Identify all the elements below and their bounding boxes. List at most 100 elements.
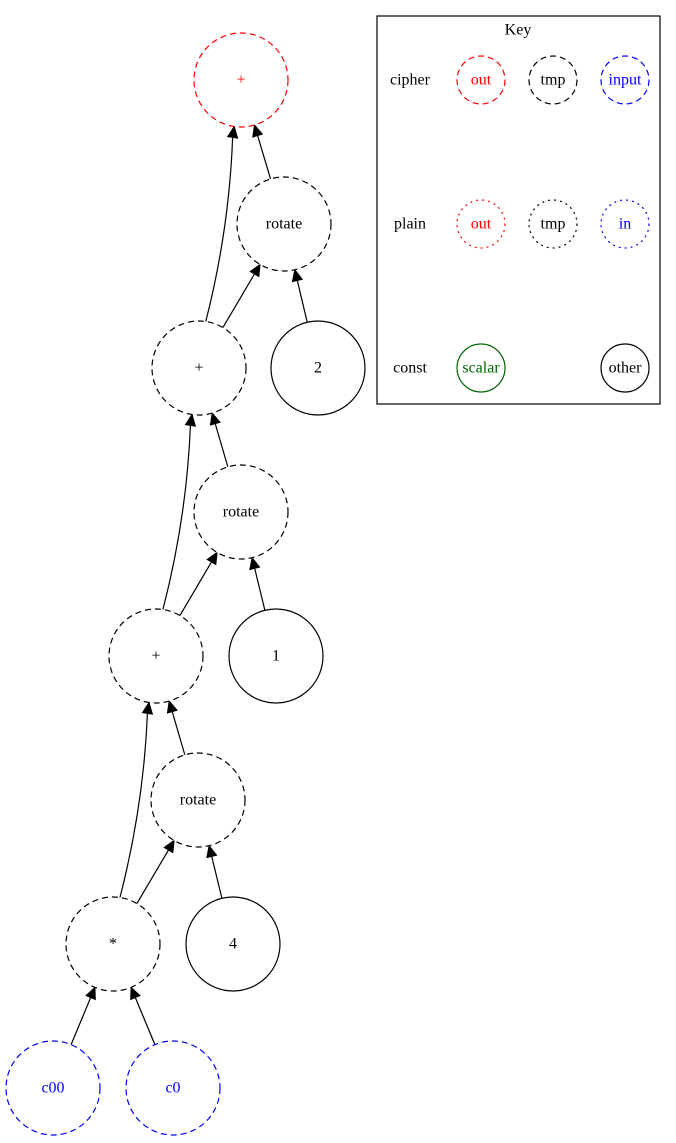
node-label: + — [194, 360, 203, 377]
key-swatch — [456, 199, 506, 249]
edges-layer — [70, 123, 308, 1045]
edge-line — [214, 423, 229, 468]
edge-rot2-to-out-add — [252, 123, 272, 180]
arrowhead — [85, 986, 96, 1001]
edge-add1-to-add2 — [162, 413, 197, 610]
edge-line — [136, 849, 170, 904]
key-row-plain: plain out tmp in — [394, 199, 650, 249]
edge-mul-to-rot4 — [136, 839, 175, 904]
key-swatch — [528, 55, 578, 105]
key-item-cipher-input: input — [600, 55, 650, 105]
node-label: + — [236, 72, 245, 89]
arrowhead — [206, 551, 218, 566]
key-swatch — [600, 55, 650, 105]
arrowhead — [209, 411, 221, 426]
node-label: + — [151, 648, 160, 665]
node-label: rotate — [266, 216, 302, 233]
key-row-label: plain — [394, 216, 426, 233]
edge-c0-to-mul — [130, 986, 156, 1045]
key-row-label: cipher — [390, 72, 431, 89]
edge-line — [211, 856, 223, 899]
graph-node-out-add: + — [193, 32, 289, 128]
edge-line — [205, 137, 234, 322]
key-item-label: other — [609, 360, 643, 377]
key-item-label: in — [619, 216, 631, 233]
arrowhead — [163, 839, 175, 854]
edge-line — [171, 711, 186, 756]
arrowhead — [249, 556, 261, 571]
graph-node-add2: + — [151, 320, 247, 416]
node-label: 4 — [229, 936, 237, 953]
edge-line — [254, 568, 266, 611]
node-circle — [193, 464, 289, 560]
node-circle — [108, 608, 204, 704]
graph-node-c00: c00 — [5, 1040, 101, 1136]
node-circle — [65, 896, 161, 992]
key-item-label: out — [471, 216, 492, 233]
arrowhead — [141, 701, 154, 715]
edge-c00-to-mul — [70, 986, 96, 1045]
arrowhead — [206, 844, 218, 859]
key-row-const: const scalar other — [393, 343, 650, 393]
edge-add2-to-rot2 — [222, 263, 261, 328]
edge-line — [222, 273, 256, 328]
edge-const2-to-rot2 — [291, 268, 308, 323]
graph-node-const1: 1 — [228, 608, 324, 704]
node-circle — [5, 1040, 101, 1136]
edge-line — [257, 135, 272, 180]
node-label: rotate — [223, 504, 259, 521]
node-label: 1 — [272, 648, 280, 665]
edge-add2-to-out-add — [205, 125, 239, 322]
node-label: c00 — [41, 1080, 64, 1097]
edge-const4-to-rot4 — [206, 844, 223, 899]
arrowhead — [249, 263, 261, 278]
key-item-label: scalar — [462, 360, 500, 377]
graph-node-const4: 4 — [185, 896, 281, 992]
edge-mul-to-add1 — [119, 701, 154, 898]
edge-line — [119, 713, 149, 898]
edge-rot4-to-add1 — [166, 699, 186, 756]
node-circle — [270, 320, 366, 416]
edge-rot1-to-add2 — [209, 411, 229, 468]
node-circle — [150, 752, 246, 848]
graph-node-mul: * — [65, 896, 161, 992]
arrowhead — [130, 986, 141, 1001]
key-item-plain-out: out — [456, 199, 506, 249]
arrowhead — [252, 123, 264, 138]
arrowhead — [184, 413, 197, 427]
edge-line — [296, 280, 308, 323]
key-item-label: tmp — [541, 216, 566, 233]
edge-const1-to-rot1 — [249, 556, 266, 611]
key-item-plain-in: in — [600, 199, 650, 249]
key-item-plain-tmp: tmp — [528, 199, 578, 249]
edge-line — [70, 997, 92, 1045]
arrowhead — [226, 125, 239, 139]
key-item-const-scalar: scalar — [456, 343, 506, 393]
graph-node-const2: 2 — [270, 320, 366, 416]
key-row-label: const — [393, 360, 427, 377]
node-circle — [151, 320, 247, 416]
edge-line — [134, 997, 156, 1045]
node-circle — [125, 1040, 221, 1136]
key-item-label: input — [609, 72, 642, 89]
key-item-const-other: other — [600, 343, 650, 393]
key-swatch — [456, 343, 506, 393]
node-label: c0 — [165, 1080, 180, 1097]
key-swatch — [456, 55, 506, 105]
node-circle — [228, 608, 324, 704]
edge-line — [162, 425, 192, 610]
graph-node-rot1: rotate — [193, 464, 289, 560]
key-swatch — [600, 343, 650, 393]
key-legend: Key cipher out tmp input plain out tmp in const s… — [376, 15, 661, 405]
node-circle — [185, 896, 281, 992]
key-item-label: out — [471, 72, 492, 89]
key-swatch — [600, 199, 650, 249]
graph-node-rot2: rotate — [236, 176, 332, 272]
key-swatch — [528, 199, 578, 249]
key-title: Key — [505, 22, 532, 39]
node-label: 2 — [314, 360, 322, 377]
graph-node-c0: c0 — [125, 1040, 221, 1136]
edge-line — [179, 561, 213, 616]
